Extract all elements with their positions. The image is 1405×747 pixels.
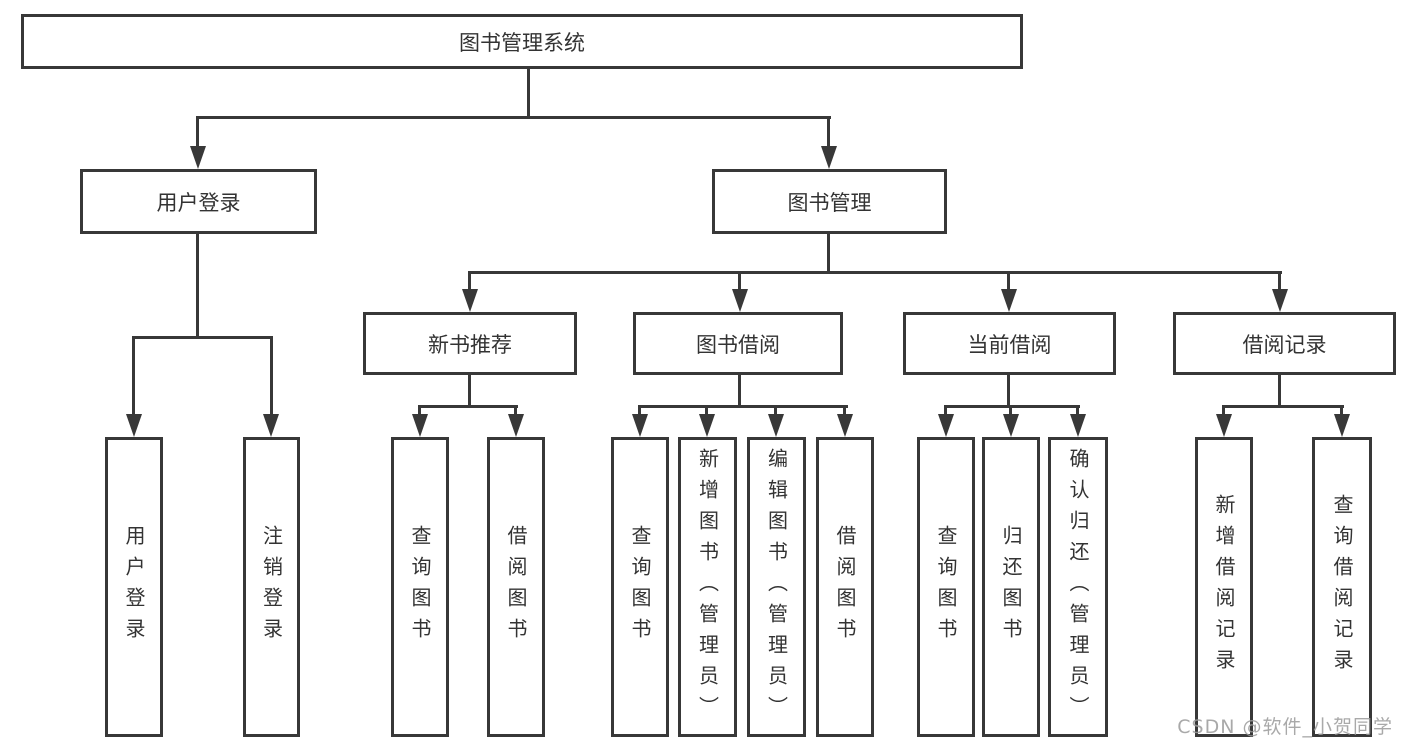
edge-mgmt-rail — [468, 271, 1282, 274]
node-book-borrow: 图书借阅 — [633, 312, 843, 375]
edge-newbooks-stem — [468, 375, 471, 408]
node-new-book-recommend: 新书推荐 — [363, 312, 577, 375]
node-borrow-records-label: 借阅记录 — [1242, 332, 1327, 357]
leaf-cb-return-books-label: 归还图书 — [999, 525, 1023, 649]
watermark-text: CSDN @软件_小贺同学 — [1177, 716, 1393, 738]
edge-drop-br-add — [1222, 405, 1225, 418]
node-new-book-recommend-label: 新书推荐 — [428, 332, 512, 357]
leaf-br-query-record: 查询借阅记录 — [1312, 437, 1372, 737]
edge-records-rail — [1222, 405, 1344, 408]
edge-drop-cb-confirm — [1076, 405, 1079, 418]
edge-currentborrow-rail — [944, 405, 1080, 408]
arrow-down-icon — [1216, 414, 1232, 437]
edge-drop-user-login — [196, 118, 199, 148]
edge-drop-nb-query — [418, 405, 421, 418]
node-book-management: 图书管理 — [712, 169, 947, 234]
arrow-down-icon — [837, 414, 853, 437]
node-current-borrow-label: 当前借阅 — [967, 332, 1052, 357]
edge-bookborrow-rail — [638, 405, 848, 408]
leaf-cb-query-books-label: 查询图书 — [934, 525, 958, 649]
edge-drop-book-borrow — [738, 272, 741, 292]
arrow-down-icon — [462, 289, 478, 312]
arrow-down-icon — [412, 414, 428, 437]
arrow-down-icon — [263, 414, 279, 437]
edge-root-stem — [527, 69, 530, 118]
arrow-down-icon — [732, 289, 748, 312]
arrow-down-icon — [632, 414, 648, 437]
edge-mgmt-stem — [827, 234, 830, 274]
node-book-management-label: 图书管理 — [787, 190, 872, 215]
arrow-down-icon — [1272, 289, 1288, 312]
arrow-down-icon — [190, 146, 206, 169]
edge-drop-logout-leaf — [270, 338, 273, 418]
leaf-bb-query-books: 查询图书 — [611, 437, 669, 737]
node-root-label: 图书管理系统 — [459, 30, 585, 55]
leaf-user-login-label: 用户登录 — [122, 525, 146, 649]
arrow-down-icon — [508, 414, 524, 437]
edge-user-rail — [132, 336, 273, 339]
edge-user-stem — [196, 234, 199, 338]
edge-drop-book-mgmt — [827, 118, 830, 148]
edge-root-rail — [196, 116, 831, 119]
leaf-br-query-record-label: 查询借阅记录 — [1330, 494, 1354, 680]
leaf-bb-edit-books-admin-label: 编辑图书（管理员） — [764, 447, 789, 727]
leaf-logout: 注销登录 — [243, 437, 300, 737]
leaf-nb-query-books-label: 查询图书 — [408, 525, 432, 649]
leaf-nb-query-books: 查询图书 — [391, 437, 449, 737]
leaf-bb-borrow-books-label: 借阅图书 — [833, 525, 857, 649]
leaf-bb-add-books-admin: 新增图书（管理员） — [678, 437, 737, 737]
edge-drop-br-query — [1340, 405, 1343, 418]
edge-bookborrow-stem — [738, 375, 741, 408]
edge-drop-new-books — [468, 272, 471, 292]
node-user-login-label: 用户登录 — [156, 190, 241, 215]
leaf-bb-edit-books-admin: 编辑图书（管理员） — [747, 437, 806, 737]
edge-drop-bb-borrow — [843, 405, 846, 418]
edge-drop-borrow-records — [1278, 272, 1281, 292]
edge-currentborrow-stem — [1007, 375, 1010, 408]
leaf-user-login: 用户登录 — [105, 437, 163, 737]
leaf-bb-borrow-books: 借阅图书 — [816, 437, 874, 737]
leaf-cb-confirm-return-admin: 确认归还（管理员） — [1048, 437, 1108, 737]
arrow-down-icon — [699, 414, 715, 437]
edge-drop-login-leaf — [132, 338, 135, 418]
node-root: 图书管理系统 — [21, 14, 1023, 69]
leaf-nb-borrow-books-label: 借阅图书 — [504, 525, 528, 649]
edge-drop-cb-return — [1009, 405, 1012, 418]
edge-drop-cb-query — [944, 405, 947, 418]
arrow-down-icon — [1001, 289, 1017, 312]
arrow-down-icon — [938, 414, 954, 437]
edge-drop-bb-edit — [774, 405, 777, 418]
leaf-br-add-record-label: 新增借阅记录 — [1212, 494, 1236, 680]
node-borrow-records: 借阅记录 — [1173, 312, 1396, 375]
leaf-br-add-record: 新增借阅记录 — [1195, 437, 1253, 737]
edge-drop-bb-query — [638, 405, 641, 418]
leaf-bb-query-books-label: 查询图书 — [628, 525, 652, 649]
edge-drop-current-borrow — [1007, 272, 1010, 292]
leaf-bb-add-books-admin-label: 新增图书（管理员） — [695, 447, 720, 727]
node-book-borrow-label: 图书借阅 — [696, 332, 780, 357]
edge-newbooks-rail — [418, 405, 518, 408]
edge-drop-bb-add — [705, 405, 708, 418]
arrow-down-icon — [1003, 414, 1019, 437]
arrow-down-icon — [126, 414, 142, 437]
leaf-cb-confirm-return-admin-label: 确认归还（管理员） — [1066, 447, 1090, 727]
edge-records-stem — [1278, 375, 1281, 408]
leaf-cb-query-books: 查询图书 — [917, 437, 975, 737]
node-user-login: 用户登录 — [80, 169, 317, 234]
leaf-nb-borrow-books: 借阅图书 — [487, 437, 545, 737]
arrow-down-icon — [768, 414, 784, 437]
edge-drop-nb-borrow — [514, 405, 517, 418]
arrow-down-icon — [1334, 414, 1350, 437]
arrow-down-icon — [821, 146, 837, 169]
leaf-logout-label: 注销登录 — [259, 525, 284, 649]
node-current-borrow: 当前借阅 — [903, 312, 1116, 375]
arrow-down-icon — [1070, 414, 1086, 437]
leaf-cb-return-books: 归还图书 — [982, 437, 1040, 737]
